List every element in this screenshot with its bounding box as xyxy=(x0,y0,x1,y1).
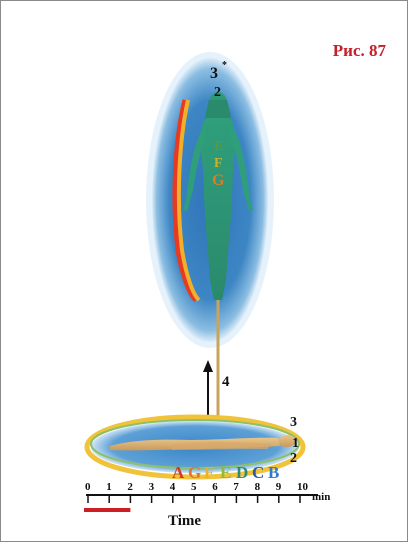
timeline-tick-label: 2 xyxy=(127,481,133,493)
timeline-unit: min xyxy=(312,491,330,503)
layer-letter-a: A xyxy=(172,463,185,482)
lower-label-3: 3 xyxy=(290,415,297,430)
upper-label-3: 3 xyxy=(210,65,218,82)
lower-label-1: 1 xyxy=(292,436,299,451)
arrow-head-icon xyxy=(203,360,213,372)
timeline-tick-label: 7 xyxy=(233,481,239,493)
lower-label-2: 2 xyxy=(290,451,297,466)
timeline-tick-label: 3 xyxy=(149,481,155,493)
upper-label-star: * xyxy=(222,60,227,71)
layer-letter-c: C xyxy=(252,463,264,482)
timeline-tick-label: 5 xyxy=(191,481,197,493)
timeline-ticks: 0 1 2 3 4 5 6 7 8 9 10 xyxy=(85,481,309,503)
timeline-tick-label: 1 xyxy=(106,481,112,493)
timeline: 0 1 2 3 4 5 6 7 8 9 10 min xyxy=(84,481,330,512)
highlight-bar xyxy=(84,508,130,512)
timeline-tick-label: 0 xyxy=(85,481,91,493)
timeline-tick-label: 8 xyxy=(255,481,261,493)
layer-letter-b: B xyxy=(268,463,279,482)
body-letter-g: G xyxy=(212,172,225,189)
upper-label-2: 2 xyxy=(214,85,221,100)
layer-letter-d: D xyxy=(236,463,248,482)
layer-letter-e: E xyxy=(220,463,231,482)
timeline-tick-label: 6 xyxy=(212,481,218,493)
body-letter-e: E xyxy=(214,139,223,154)
timeline-tick-label: 9 xyxy=(276,481,282,493)
layer-letter-g: G xyxy=(188,463,201,482)
upper-aura: 3 * 2 E F G xyxy=(146,52,274,420)
body-letter-f: F xyxy=(214,156,223,171)
time-axis-label: Time xyxy=(168,513,201,530)
arrow-label: 4 xyxy=(222,374,230,390)
layer-letter-f: F xyxy=(204,463,214,482)
timeline-tick-label: 4 xyxy=(170,481,176,493)
timeline-tick-label: 10 xyxy=(297,481,309,493)
